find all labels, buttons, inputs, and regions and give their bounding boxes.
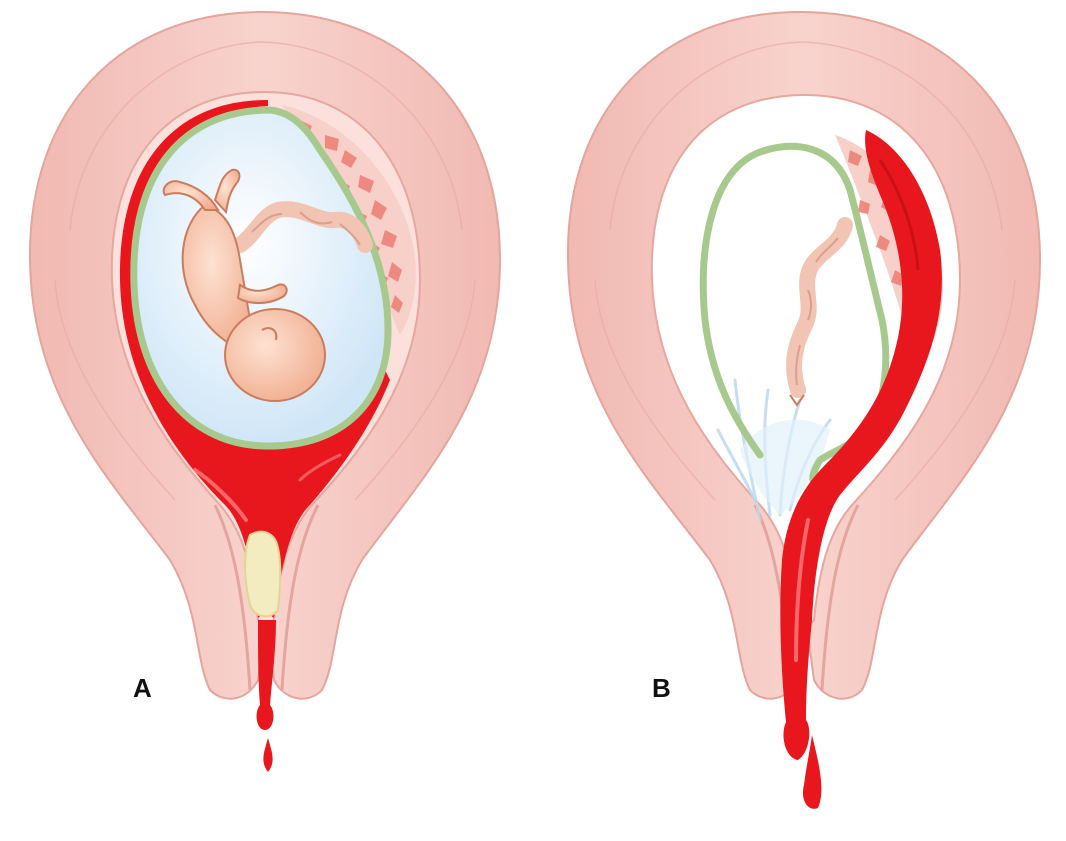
hemorrhage-a [119,100,390,618]
blood-drop-b [802,735,822,809]
panel-a [28,10,502,772]
blood-drip-a [256,620,276,730]
fetus-a [162,168,326,402]
blood-drop-a [263,738,273,772]
panel-b [566,10,1042,809]
mucus-plug-a [244,530,282,618]
hemorrhage-b [780,130,942,760]
panel-label-a: A [133,673,152,703]
panel-label-b: B [652,673,671,703]
